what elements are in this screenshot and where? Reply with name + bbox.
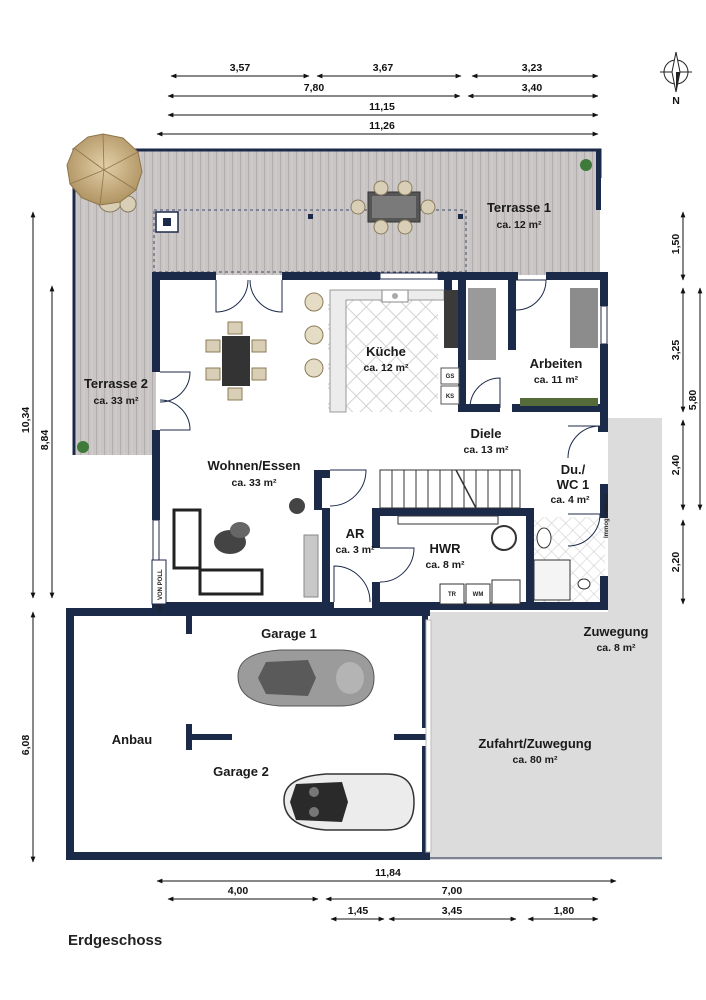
dimension-labels-right: 1,50 3,25 5,80 2,40 2,20 [670, 234, 699, 573]
floor-title: Erdgeschoss [68, 932, 163, 949]
appliance-ks: KS [446, 394, 454, 400]
dim-left-2: 8,84 [39, 430, 51, 451]
room-area-zufahrt: ca. 80 m² [513, 754, 558, 766]
room-name-terrasse-1: Terrasse 1 [487, 200, 551, 215]
door-swings [159, 279, 601, 603]
room-area-zuwegung: ca. 8 m² [596, 642, 636, 654]
dim-bottom-3: 7,00 [442, 885, 463, 897]
dim-right-3: 5,80 [687, 390, 699, 411]
room-name-hwr: HWR [429, 541, 461, 556]
dim-bottom-5: 3,45 [442, 905, 463, 917]
dim-top-2: 3,67 [373, 62, 394, 74]
appliance-gs: GS [446, 374, 455, 380]
dimension-labels-left: 10,34 8,84 6,08 [20, 407, 51, 756]
compass-north-label: N [672, 95, 680, 107]
room-name-ar: AR [346, 526, 365, 541]
dim-top-1: 3,57 [230, 62, 251, 74]
room-area-terrasse-1: ca. 12 m² [497, 219, 542, 231]
dim-right-5: 2,20 [670, 552, 682, 573]
dim-right-1: 1,50 [670, 234, 682, 255]
room-name-zuwegung: Zuwegung [584, 624, 649, 639]
room-area-diele: ca. 13 m² [464, 444, 509, 456]
windows [152, 272, 608, 561]
room-area-wohnen: ca. 33 m² [232, 477, 277, 489]
room-name-du-line2: WC 1 [557, 477, 590, 492]
room-name-kueche: Küche [366, 344, 406, 359]
appliance-wm: WM [473, 592, 484, 598]
dimension-lines-bottom [156, 878, 617, 922]
car-icon [283, 773, 415, 831]
watermark: Immogrundriss [604, 494, 610, 538]
car-icon [237, 649, 375, 707]
brand-initials: VP [158, 604, 164, 612]
room-area-arbeiten: ca. 11 m² [534, 374, 579, 386]
room-name-garage-1: Garage 1 [261, 626, 317, 641]
bathroom-fixtures [533, 527, 591, 601]
room-labels: Terrasse 1 ca. 12 m² Terrasse 2 ca. 33 m… [84, 200, 649, 779]
dim-bottom-4: 1,45 [348, 905, 369, 917]
room-area-terrasse-2: ca. 33 m² [94, 395, 139, 407]
kitchen-counter [304, 289, 460, 413]
dimension-labels-top: 3,57 3,67 3,23 7,80 3,40 11,15 11,26 [230, 62, 543, 132]
room-name-du-line1: Du./ [561, 462, 586, 477]
parasol-icon [66, 133, 143, 213]
room-area-ar: ca. 3 m² [335, 544, 375, 556]
dim-top-5: 3,40 [522, 82, 543, 94]
dim-right-4: 2,40 [670, 455, 682, 476]
room-name-anbau: Anbau [112, 732, 153, 747]
office-desk [468, 288, 598, 406]
dimension-lines-right [680, 211, 703, 605]
driveway-area [430, 418, 662, 860]
appliance-tr: TR [448, 592, 457, 598]
room-name-zufahrt: Zufahrt/Zuwegung [478, 736, 591, 751]
room-name-diele: Diele [470, 426, 501, 441]
terrace-2-deck [74, 275, 156, 455]
room-area-kueche: ca. 12 m² [364, 362, 409, 374]
dim-right-2: 3,25 [670, 340, 682, 361]
utility-room-fixtures [397, 515, 521, 605]
dimension-lines-top [156, 73, 599, 137]
dimension-lines-left [30, 211, 55, 863]
compass-icon: N [660, 51, 692, 107]
dim-left-3: 6,08 [20, 735, 32, 756]
dining-table [205, 321, 267, 401]
room-area-hwr: ca. 8 m² [425, 559, 465, 571]
garage-walls [66, 608, 430, 860]
dim-top-7: 11,26 [369, 120, 395, 132]
room-name-garage-2: Garage 2 [213, 764, 269, 779]
room-name-arbeiten: Arbeiten [530, 356, 583, 371]
brand-mark: VON POLL [158, 569, 164, 600]
dim-bottom-2: 4,00 [228, 885, 249, 897]
staircase [379, 469, 521, 509]
room-name-terrasse-2: Terrasse 2 [84, 376, 148, 391]
dim-top-3: 3,23 [522, 62, 543, 74]
brand-plaque: VON POLL VP [151, 559, 167, 612]
dim-top-6: 11,15 [369, 101, 395, 113]
dim-bottom-1: 11,84 [375, 867, 401, 879]
sofa [172, 498, 319, 598]
dim-bottom-6: 1,80 [554, 905, 575, 917]
dimension-labels-bottom: 11,84 4,00 7,00 1,45 3,45 1,80 [228, 867, 575, 917]
room-area-du: ca. 4 m² [550, 494, 590, 506]
dim-left-1: 10,34 [20, 407, 32, 433]
outdoor-dining-set [350, 180, 436, 235]
room-name-wohnen: Wohnen/Essen [208, 458, 301, 473]
dim-top-4: 7,80 [304, 82, 325, 94]
